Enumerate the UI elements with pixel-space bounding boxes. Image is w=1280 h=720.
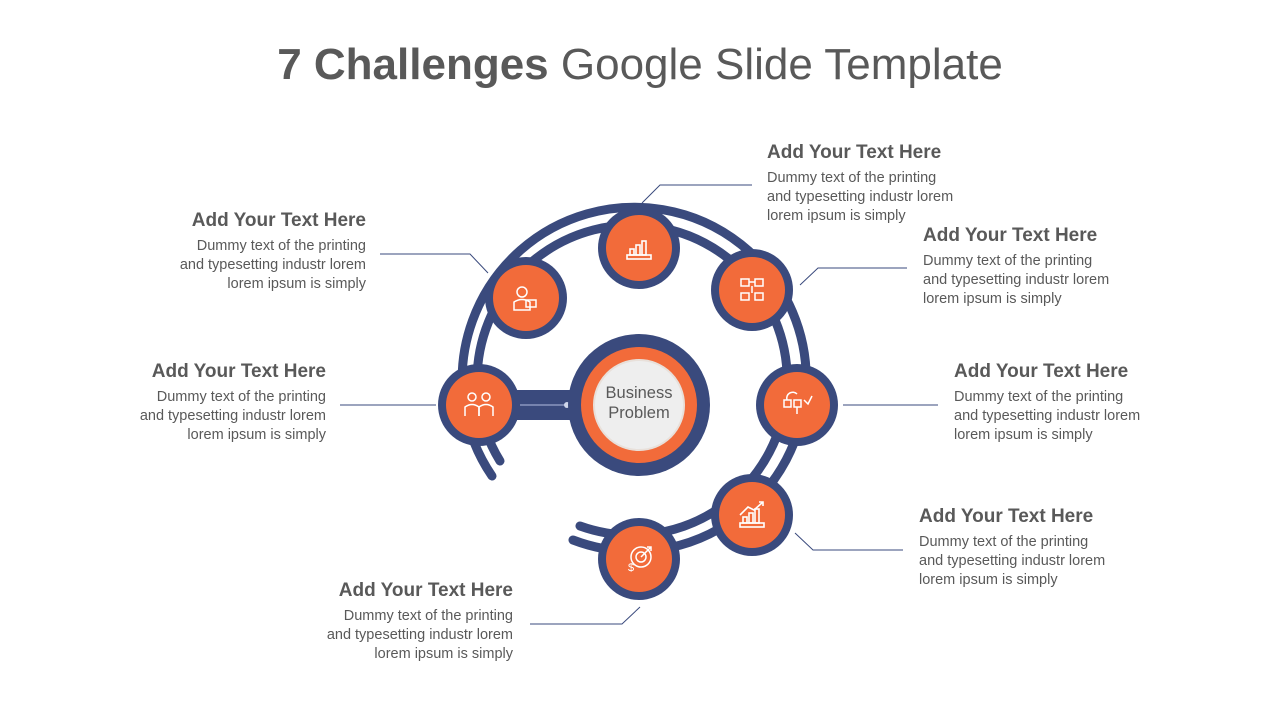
node-1 [598,207,680,289]
block-body: Dummy text of the printing and typesetti… [767,170,954,224]
node-5: $ [598,518,680,600]
text-block-2: Add Your Text Here Dummy text of the pri… [923,224,1163,309]
block-heading: Add Your Text Here [767,142,942,163]
text-block-7: Add Your Text Here Dummy text of the pri… [126,209,366,294]
block-heading: Add Your Text Here [923,225,1098,246]
node-7 [485,257,567,339]
leader-lines [340,184,938,625]
title-rest: Google Slide Template [560,40,1003,89]
node-3 [756,364,838,446]
center-circle [568,334,710,476]
block-body: Dummy text of the printing and typesetti… [179,238,366,292]
text-block-5: Add Your Text Here Dummy text of the pri… [273,579,513,664]
leader-line-1 [641,184,752,204]
presenter-icon [513,286,537,311]
text-block-3: Add Your Text Here Dummy text of the pri… [954,360,1194,445]
org-chart-icon [740,278,764,301]
leader-line-5 [530,606,641,625]
block-heading: Add Your Text Here [151,361,326,382]
block-body: Dummy text of the printing and typesetti… [954,389,1141,443]
block-heading: Add Your Text Here [919,506,1094,527]
text-block-6: Add Your Text Here Dummy text of the pri… [86,360,326,445]
block-body: Dummy text of the printing and typesetti… [139,389,326,443]
block-body: Dummy text of the printing and typesetti… [326,608,513,662]
block-heading: Add Your Text Here [191,210,366,231]
growth-chart-icon [739,501,765,528]
node-6 [438,364,520,446]
text-block-1: Add Your Text Here Dummy text of the pri… [767,141,1007,226]
center-inner [593,359,685,451]
page-title: 7 Challenges Google Slide Template [0,40,1280,90]
title-bold: 7 Challenges [277,40,549,89]
bar-chart-icon [626,240,652,260]
block-body: Dummy text of the printing and typesetti… [919,534,1106,588]
block-heading: Add Your Text Here [954,361,1129,382]
node-4 [711,474,793,556]
block-heading: Add Your Text Here [338,580,513,601]
leader-line-7 [380,253,489,274]
leader-line-4 [794,532,903,551]
node-2 [711,249,793,331]
team-icon [464,392,494,416]
block-body: Dummy text of the printing and typesetti… [923,253,1110,307]
center-label: Business Problem [605,384,673,422]
target-dollar-icon: $ [628,546,652,574]
leader-line-2 [799,267,907,286]
workflow-icon [783,391,813,414]
text-block-4: Add Your Text Here Dummy text of the pri… [919,505,1159,590]
svg-text:$: $ [628,562,634,574]
